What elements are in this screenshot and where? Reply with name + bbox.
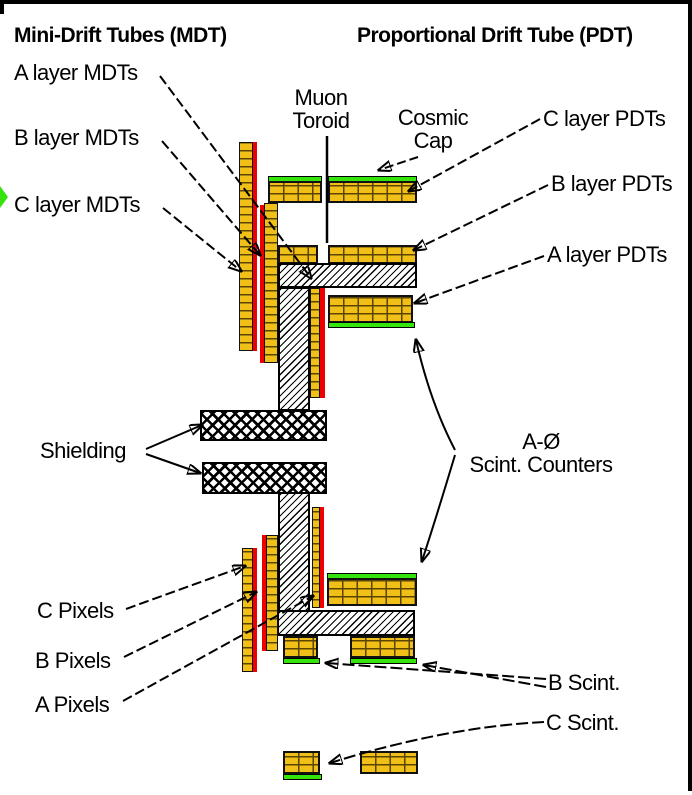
- label-a-pixels: A Pixels: [35, 692, 110, 717]
- a-layer-pdt-bar: [328, 295, 413, 323]
- green-edge-mark: [0, 186, 8, 208]
- border-right: [688, 0, 692, 791]
- b-layer-pdt-bar-right: [328, 245, 417, 264]
- label-c-scint: C Scint.: [546, 710, 620, 735]
- label-c-layer-pdts: C layer PDTs: [543, 106, 666, 131]
- a-phi-scint-upper: [328, 322, 415, 328]
- arrow-shielding-lower: [145, 453, 200, 473]
- arrow-cosmic-cap: [379, 156, 419, 170]
- shielding-bar-lower: [202, 462, 327, 494]
- label-muon-toroid-line2: Toroid: [292, 108, 350, 133]
- c-scint-bar-left: [283, 751, 320, 774]
- b-scint-bar-right: [350, 636, 415, 658]
- label-a-layer-pdts: A layer PDTs: [547, 242, 667, 267]
- title-pdt: Proportional Drift Tube (PDT): [357, 24, 633, 47]
- arrow-shielding-upper: [145, 425, 202, 450]
- b-pixels-red-stripe: [262, 535, 266, 651]
- label-a-phi-line1: A-Ø: [522, 429, 560, 454]
- a-layer-mdt-red-stripe: [320, 288, 325, 398]
- c-pixels-red-stripe: [253, 548, 257, 672]
- a-layer-mdt-column: [310, 288, 320, 398]
- label-b-layer-mdts: B layer MDTs: [14, 125, 139, 150]
- arrow-b-scint-right: [424, 665, 547, 688]
- label-cosmic-cap-line1: Cosmic: [397, 105, 469, 130]
- b-layer-pdt-bar-left: [278, 245, 318, 264]
- b-layer-pdt-bottom-bar: [327, 578, 417, 606]
- shielding-bar-upper: [200, 410, 327, 441]
- label-muon-toroid-line1: Muon: [294, 85, 348, 110]
- b-layer-mdt-column: [264, 203, 278, 363]
- c-layer-mdt-red-stripe: [253, 142, 257, 351]
- label-c-pixels: C Pixels: [37, 598, 114, 623]
- c-layer-mdt-column: [239, 142, 253, 351]
- muon-toroid-column-lower: [278, 492, 310, 612]
- arrow-b-pixels: [123, 592, 256, 658]
- b-scint-green-left: [283, 658, 320, 664]
- b-pixels-column: [266, 535, 278, 651]
- border-left-stub: [0, 0, 4, 14]
- arrow-a-phi-lower: [422, 454, 456, 561]
- arrow-c-pixels: [125, 566, 245, 610]
- label-a-phi-line2: Scint. Counters: [469, 452, 613, 477]
- arrow-a-layer-pdts: [415, 255, 545, 303]
- label-shielding: Shielding: [40, 438, 127, 463]
- b-scint-green-right: [350, 658, 417, 664]
- a-pixels-red-stripe: [320, 507, 324, 608]
- arrow-b-layer-pdts: [414, 184, 549, 250]
- c-pixels-column: [242, 548, 253, 672]
- muon-toroid-top-arm: [278, 263, 417, 288]
- label-cosmic-cap: Cosmic Cap: [390, 106, 476, 152]
- label-b-layer-pdts: B layer PDTs: [551, 171, 673, 196]
- label-a-phi-scint: A-Ø Scint. Counters: [455, 430, 627, 476]
- label-b-pixels: B Pixels: [35, 648, 111, 673]
- muon-toroid-bottom-arm: [277, 610, 415, 636]
- title-mdt: Mini-Drift Tubes (MDT): [14, 24, 227, 47]
- a-pixels-column: [312, 507, 320, 608]
- arrow-c-layer-mdts: [162, 207, 241, 271]
- label-cosmic-cap-line2: Cap: [413, 128, 453, 153]
- b-scint-bar-left: [283, 636, 318, 658]
- muon-toroid-column-upper: [278, 287, 310, 411]
- c-scint-green: [283, 774, 322, 780]
- border-top: [0, 0, 692, 4]
- c-scint-bar-right: [360, 751, 418, 774]
- c-layer-pdt-bar-left: [268, 181, 322, 203]
- arrow-b-scint-left: [326, 663, 547, 680]
- b-layer-mdt-red-stripe: [260, 205, 264, 363]
- label-a-layer-mdts: A layer MDTs: [14, 60, 138, 85]
- label-muon-toroid: Muon Toroid: [286, 86, 356, 132]
- arrow-a-phi-upper: [416, 340, 456, 451]
- c-layer-pdt-bar-right: [328, 181, 417, 203]
- label-b-scint: B Scint.: [548, 670, 620, 695]
- label-c-layer-mdts: C layer MDTs: [14, 192, 141, 217]
